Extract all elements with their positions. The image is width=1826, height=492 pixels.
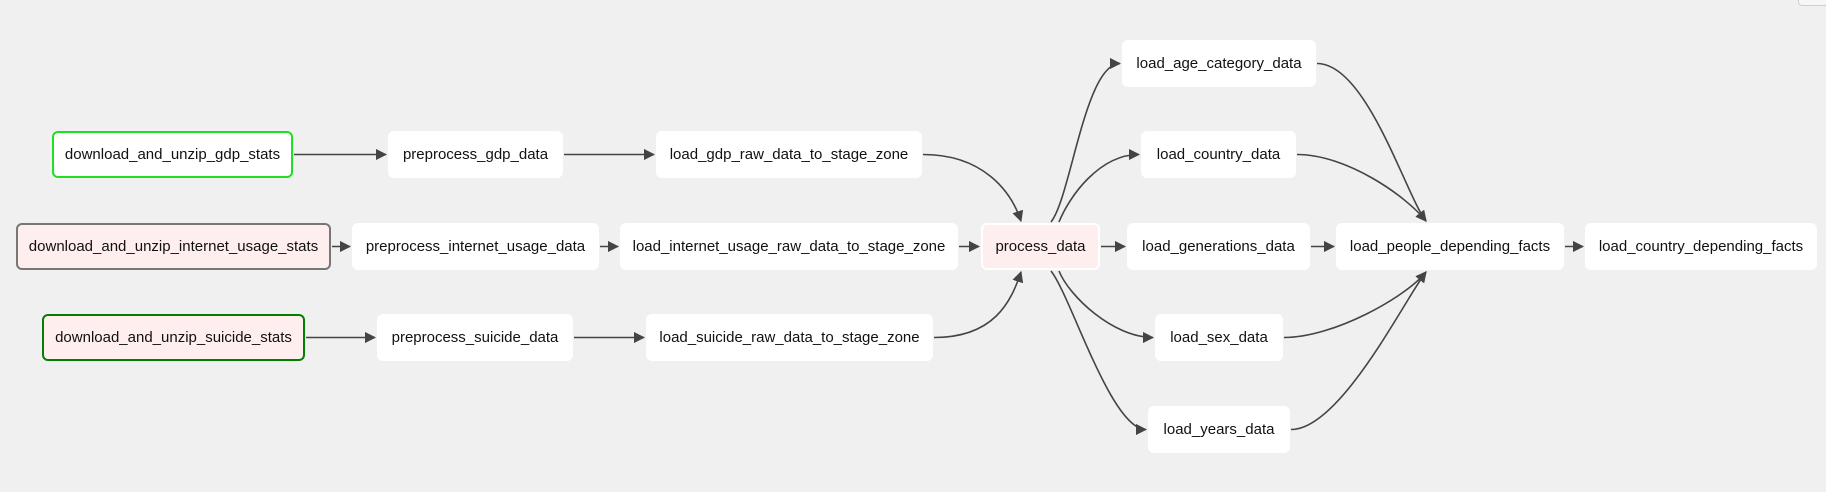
task-node-label: download_and_unzip_internet_usage_stats — [28, 238, 319, 255]
edge-process-data-to-load-sex-data — [1058, 270, 1155, 344]
task-node-load-age-category-data[interactable]: load_age_category_data — [1122, 40, 1316, 87]
task-node-process-data[interactable]: process_data — [981, 223, 1100, 270]
task-node-label: download_and_unzip_suicide_stats — [55, 329, 292, 346]
task-node-label: load_age_category_data — [1136, 55, 1302, 72]
task-node-label: load_internet_usage_raw_data_to_stage_zo… — [632, 238, 946, 255]
task-node-label: load_country_depending_facts — [1598, 238, 1804, 255]
task-node-preprocess-internet-usage-data[interactable]: preprocess_internet_usage_data — [352, 223, 599, 270]
edge-load-country-data-to-load-people-depending-facts — [1296, 153, 1427, 222]
task-node-label: load_suicide_raw_data_to_stage_zone — [659, 329, 920, 346]
task-node-load-people-depending-facts[interactable]: load_people_depending_facts — [1336, 223, 1564, 270]
task-node-label: load_people_depending_facts — [1349, 238, 1551, 255]
task-node-download-and-unzip-internet-usage-stats[interactable]: download_and_unzip_internet_usage_stats — [16, 223, 331, 270]
task-node-label: preprocess_internet_usage_data — [365, 238, 586, 255]
edge-load-gdp-raw-data-to-stage-zone-to-process-data — [922, 153, 1024, 223]
task-node-label: preprocess_suicide_data — [391, 329, 559, 346]
task-node-load-gdp-raw-data-to-stage-zone[interactable]: load_gdp_raw_data_to_stage_zone — [656, 131, 922, 178]
task-node-label: preprocess_gdp_data — [402, 146, 549, 163]
task-node-label: load_country_data — [1156, 146, 1281, 163]
task-node-preprocess-suicide-data[interactable]: preprocess_suicide_data — [377, 314, 573, 361]
corner-resize-handle[interactable] — [1798, 0, 1826, 6]
task-node-load-internet-usage-raw-data-to-stage-zone[interactable]: load_internet_usage_raw_data_to_stage_zo… — [620, 223, 958, 270]
task-node-label: download_and_unzip_gdp_stats — [64, 146, 281, 163]
task-node-download-and-unzip-gdp-stats[interactable]: download_and_unzip_gdp_stats — [52, 131, 293, 178]
task-node-label: load_generations_data — [1142, 238, 1295, 255]
edge-process-data-to-load-age-category-data — [1050, 57, 1122, 223]
task-node-download-and-unzip-suicide-stats[interactable]: download_and_unzip_suicide_stats — [42, 314, 305, 361]
task-node-load-suicide-raw-data-to-stage-zone[interactable]: load_suicide_raw_data_to_stage_zone — [646, 314, 933, 361]
task-node-load-country-depending-facts[interactable]: load_country_depending_facts — [1585, 223, 1817, 270]
task-node-label: load_sex_data — [1170, 329, 1268, 346]
task-node-load-country-data[interactable]: load_country_data — [1141, 131, 1296, 178]
task-node-load-generations-data[interactable]: load_generations_data — [1127, 223, 1310, 270]
task-node-label: load_gdp_raw_data_to_stage_zone — [669, 146, 909, 163]
edge-process-data-to-load-years-data — [1050, 270, 1148, 436]
edge-process-data-to-load-country-data — [1058, 148, 1141, 223]
edge-load-age-category-data-to-load-people-depending-facts — [1316, 62, 1427, 222]
task-node-label: load_years_data — [1163, 421, 1275, 438]
task-node-label: process_data — [995, 238, 1086, 255]
task-node-preprocess-gdp-data[interactable]: preprocess_gdp_data — [388, 131, 563, 178]
task-node-load-years-data[interactable]: load_years_data — [1148, 406, 1290, 453]
edge-load-years-data-to-load-people-depending-facts — [1290, 271, 1427, 431]
task-node-load-sex-data[interactable]: load_sex_data — [1155, 314, 1283, 361]
edge-load-suicide-raw-data-to-stage-zone-to-process-data — [933, 270, 1024, 339]
